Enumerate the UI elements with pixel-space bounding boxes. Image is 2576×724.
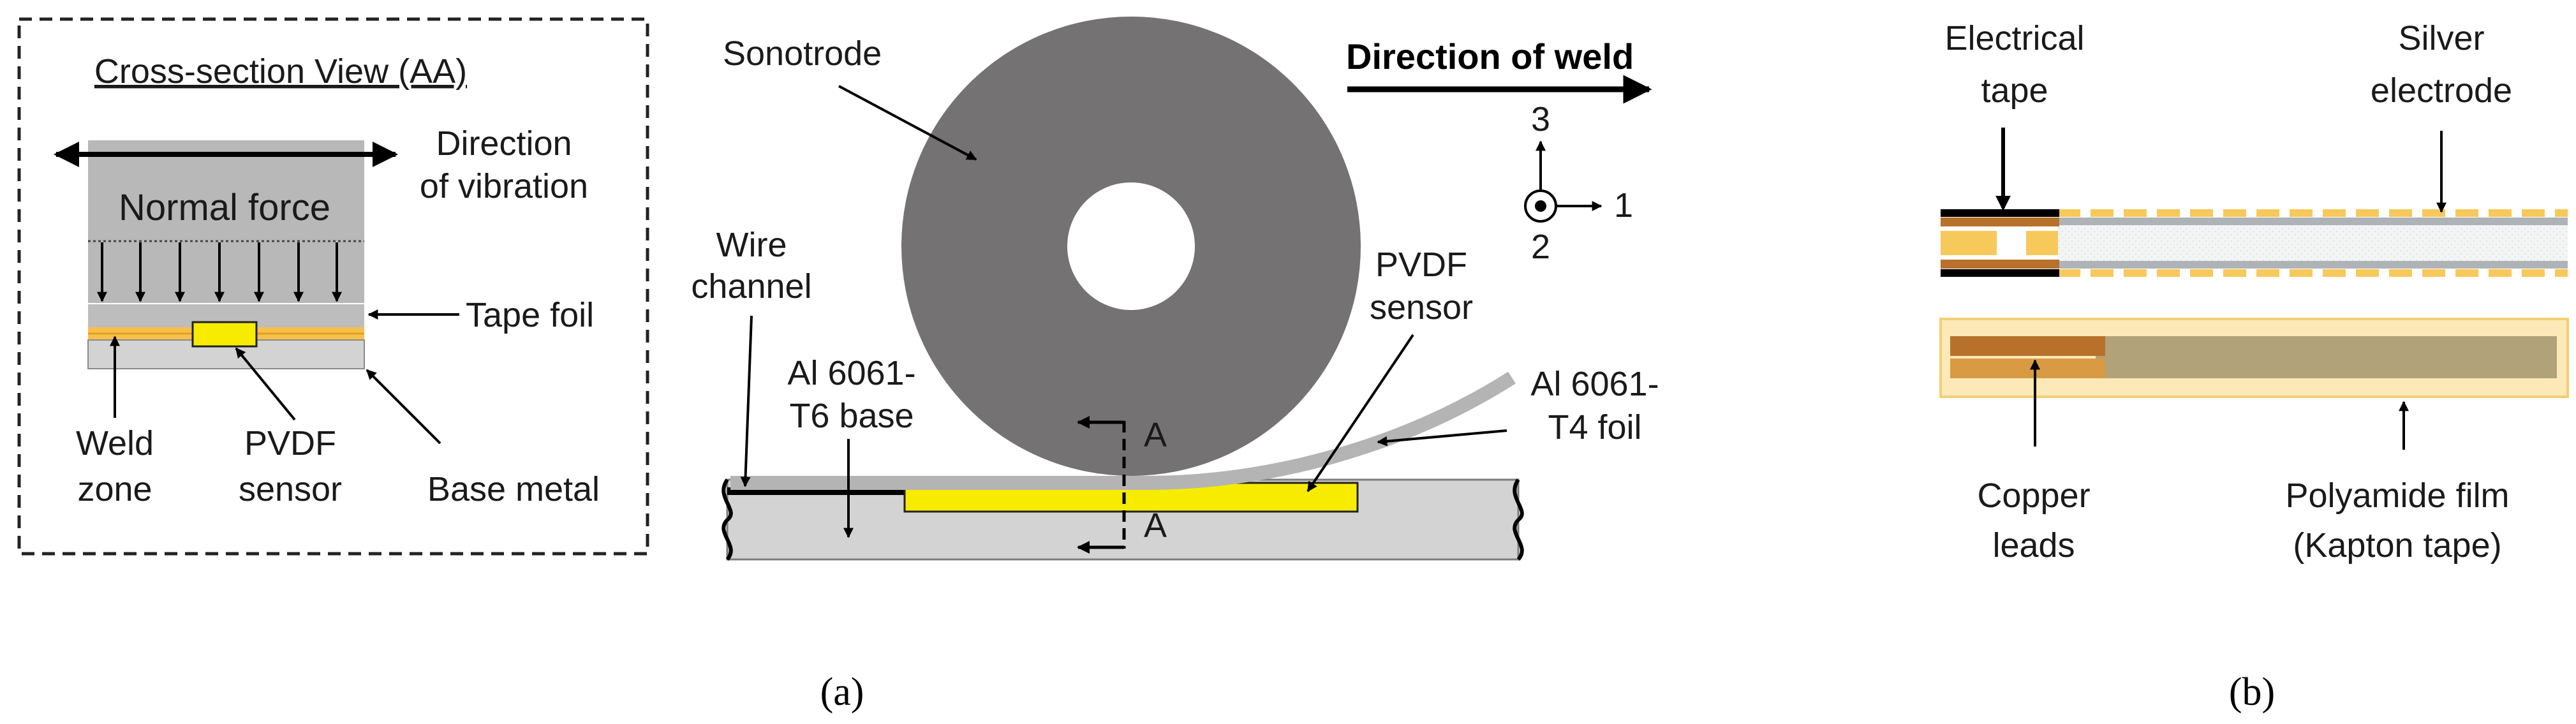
direction-of-vibration-label: Direction	[436, 124, 572, 163]
axis-2-label: 2	[1531, 228, 1550, 266]
pvdf-sensor-pointer	[1307, 334, 1414, 492]
copper-lead-lower	[1950, 358, 2105, 378]
al-foil	[730, 371, 1516, 490]
wire-channel-label-2: channel	[691, 267, 811, 306]
tape-foil-label: Tape foil	[466, 296, 594, 334]
polyamide-film-label-2: (Kapton tape)	[2293, 526, 2501, 565]
silver-electrode-label-2: electrode	[2371, 71, 2512, 110]
al-foil-pointer	[1377, 429, 1507, 447]
weld-zone-label: Weld	[76, 424, 154, 462]
wire-channel-label: Wire	[716, 226, 787, 264]
side-view: A A Sonotrode Direction of weld 3 1 2 Wi…	[691, 17, 1659, 714]
left-break-mark	[722, 478, 733, 561]
section-marker-bottom: A	[1144, 506, 1167, 545]
direction-of-weld-label: Direction of weld	[1346, 36, 1634, 77]
axis-1-label: 1	[1614, 186, 1633, 225]
base-metal-pointer	[366, 369, 441, 445]
cross-section-inset: Cross-section View (AA) Normal force Dir…	[17, 17, 649, 556]
axis-3-label: 3	[1531, 100, 1550, 138]
electrical-tape-label: Electrical	[1944, 19, 2084, 57]
sonotrode-pointer	[838, 85, 977, 161]
al-foil-label-2: T4 foil	[1548, 408, 1641, 447]
copper-lead-upper	[1950, 336, 2105, 356]
base-metal-label: Base metal	[427, 470, 600, 508]
inset-pvdf-sensor	[191, 321, 258, 348]
normal-force-block	[88, 140, 364, 303]
pvdf-sensor-label: PVDF	[1375, 246, 1467, 284]
inset-pvdf-label: PVDF	[244, 424, 336, 462]
copper-leads-label-2: leads	[1992, 526, 2075, 565]
inset-title: Cross-section View (AA)	[94, 52, 467, 91]
electrical-tape-label-2: tape	[1981, 71, 2048, 110]
pvdf-sensor-label-2: sensor	[1370, 288, 1473, 327]
silver-electrode-label: Silver	[2398, 19, 2484, 57]
force-arrows	[97, 242, 342, 302]
coordinate-axes: 3 1 2	[1524, 100, 1633, 266]
sensor-strip	[2096, 336, 2557, 378]
section-marker-top: A	[1144, 416, 1167, 454]
inset-pvdf-label-2: sensor	[239, 470, 342, 508]
al-foil-label: Al 6061-	[1530, 365, 1659, 403]
caption-a: (a)	[820, 670, 864, 714]
direction-of-vibration-label-2: of vibration	[420, 167, 588, 205]
lead-pad-2	[2026, 231, 2058, 255]
normal-force-label: Normal force	[119, 187, 330, 228]
polyamide-film-label: Polyamide film	[2285, 477, 2509, 515]
caption-b: (b)	[2229, 670, 2275, 714]
inset-pvdf-pointer	[235, 347, 296, 421]
sonotrode-label: Sonotrode	[723, 34, 882, 73]
right-break-mark	[1513, 478, 1524, 561]
sensor-detail: Electrical tape Silver electrode Copper …	[1939, 19, 2569, 714]
copper-leads-label: Copper	[1977, 477, 2090, 515]
lead-pad-1	[1941, 231, 1997, 255]
sensor-body	[2057, 221, 2568, 265]
weld-zone-label-2: zone	[77, 470, 152, 508]
sonotrode-hub	[1067, 182, 1195, 310]
al-base-label-2: T6 base	[789, 397, 914, 435]
inset-frame	[17, 17, 649, 556]
wire-channel-pointer	[740, 315, 753, 487]
al-base-label: Al 6061-	[787, 354, 915, 392]
